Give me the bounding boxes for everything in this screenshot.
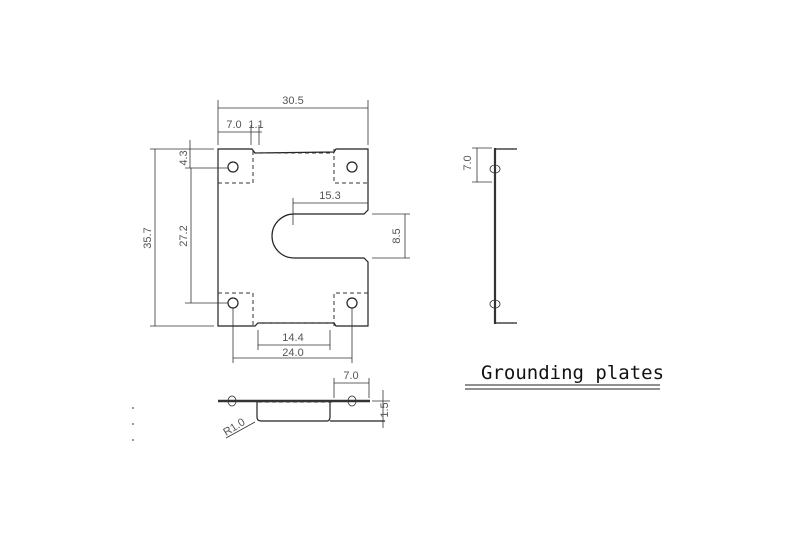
dim-front-flange: 7.0 bbox=[343, 370, 358, 382]
drawing-title-block: Grounding plates bbox=[465, 362, 664, 390]
stray-marks bbox=[132, 407, 134, 441]
plate-top-view bbox=[217, 148, 369, 327]
dim-hole-offset: 4.3 bbox=[178, 150, 190, 165]
drawing-title: Grounding plates bbox=[481, 362, 664, 384]
dimension-lines bbox=[150, 100, 410, 363]
dimension-labels: 30.5 7.0 1.1 4.3 35.7 27.2 15.3 8.5 14.4… bbox=[142, 95, 403, 359]
plate-side-view: 7.0 bbox=[462, 147, 517, 324]
plate-front-view: 7.0 1.5 R1.0 bbox=[218, 370, 391, 439]
dim-side-flange: 7.0 bbox=[462, 155, 474, 170]
dim-slot-width: 8.5 bbox=[391, 228, 403, 243]
mounting-hole bbox=[346, 161, 358, 173]
dim-hole-spacing-horizontal: 24.0 bbox=[282, 347, 303, 359]
dim-slot-depth: 15.3 bbox=[319, 190, 340, 202]
mounting-hole bbox=[227, 161, 239, 173]
dim-front-height: 1.5 bbox=[379, 402, 391, 417]
dim-bend-radius: R1.0 bbox=[221, 416, 247, 438]
dim-hole-spacing-vertical: 27.2 bbox=[178, 225, 190, 246]
dim-overall-height: 35.7 bbox=[142, 227, 154, 248]
dim-notch-gap: 1.1 bbox=[248, 119, 263, 131]
dim-corner-width: 7.0 bbox=[226, 119, 241, 131]
mounting-hole bbox=[227, 297, 239, 309]
dim-overall-width: 30.5 bbox=[282, 95, 303, 107]
dim-bottom-notch: 14.4 bbox=[282, 332, 303, 344]
mounting-hole bbox=[346, 297, 358, 309]
